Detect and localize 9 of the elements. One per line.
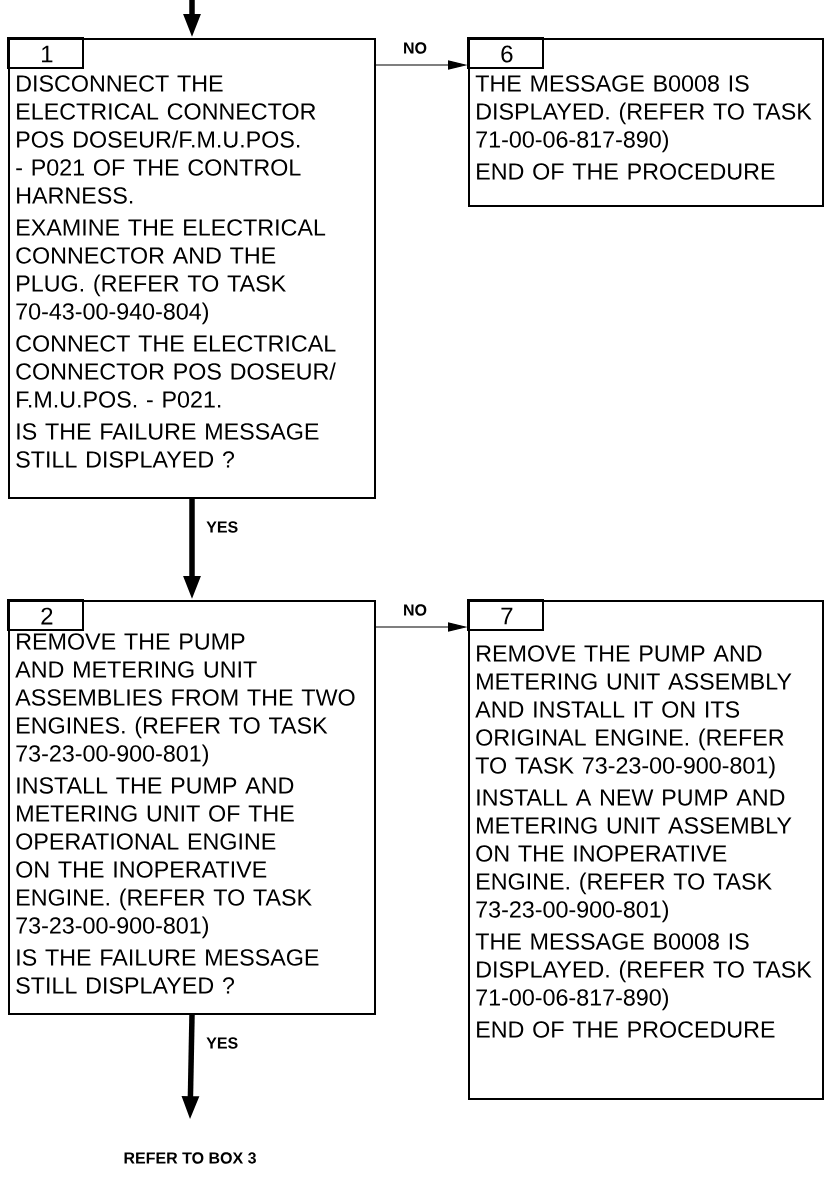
step-box: 7 REMOVE THE PUMP AND METERING UNIT ASSEMBLY AND INSTALL IT ON ITS ORIGINAL ENGINE. (REFER TO TASK 73-23-00-900-801) INSTALL A NEW PUMP AND METERING UNIT ASSEMBLY ON THE INOPERATIVE ENGINE. (REFER TO TASK 73-23-00-900-801) THE MESSAGE B0008 IS DISPLAYED. (REFER TO TASK 71-00-06-817-890) END OF THE PROCEDURE xyxy=(467,599,824,1100)
reference-text: REFER TO BOX 3 xyxy=(124,1152,256,1164)
step-box: 2 REMOVE THE PUMP AND METERING UNIT ASSEMBLIES FROM THE TWO ENGINES. (REFER TO TASK 73-23-00-900-801) INSTALL THE PUMP AND METERING UNIT OF THE OPERATIONAL ENGINE ON THE INOPERATIVE ENGINE. (REFER TO TASK 73-23-00-900-801) IS THE FAILURE MESSAGE STILL DISPLAYED ? xyxy=(7,599,376,1015)
step-box: 1 DISCONNECT THE ELECTRICAL CONNECTOR POS DOSEUR/F.M.U.POS. - P021 OF THE CONTROL HARNESS. EXAMINE THE ELECTRICAL CONNECTOR AND THE PLUG. (REFER TO TASK 70-43-00-940-804) CONNECT THE ELECTRICAL CONNECTOR POS DOSEUR/ F.M.U.POS. - P021. IS THE FAILURE MESSAGE STILL DISPLAYED ? xyxy=(7,37,376,499)
step-box: 6 THE MESSAGE B0008 IS DISPLAYED. (REFER TO TASK 71-00-06-817-890) END OF THE PROCEDURE xyxy=(467,37,824,207)
edge-label: YES xyxy=(206,1037,238,1049)
edge-label: NO xyxy=(404,604,427,616)
edge-label: NO xyxy=(404,42,427,54)
edge-label: YES xyxy=(206,521,238,533)
